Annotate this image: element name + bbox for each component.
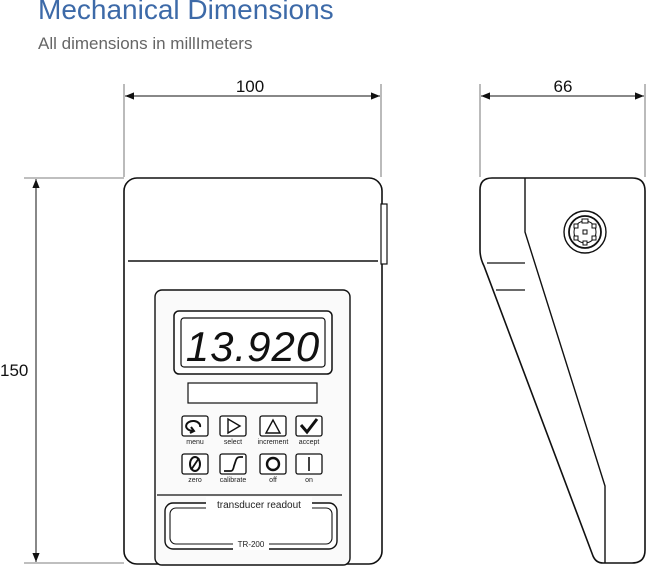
lcd-readout: 13.920 <box>186 323 320 370</box>
button-calibrate[interactable]: calibrate <box>219 453 247 484</box>
page-title: Mechanical Dimensions <box>38 0 334 25</box>
button-accept[interactable]: accept <box>295 415 323 446</box>
side-connector-edge <box>380 203 388 265</box>
front-view: 13.920 menu select increment accept <box>123 177 388 566</box>
button-label: zero <box>188 477 202 484</box>
side-view <box>479 177 646 564</box>
checkmark-icon <box>299 418 319 435</box>
button-label: accept <box>299 439 320 446</box>
connector-socket-icon <box>563 210 607 254</box>
button-zero[interactable]: zero <box>181 453 209 484</box>
step-curve-icon <box>224 456 243 472</box>
page-subtitle: All dimensions in millImeters <box>38 34 253 53</box>
zero-slash-icon <box>189 456 201 472</box>
height-label: 150 <box>0 361 28 380</box>
button-label: menu <box>186 439 204 446</box>
label-strip <box>187 382 318 404</box>
button-label: on <box>305 477 313 484</box>
menu-swirl-icon <box>185 420 202 434</box>
front-width-dimension: 100 <box>123 77 382 177</box>
button-label: select <box>224 439 242 446</box>
button-off[interactable]: off <box>259 453 287 484</box>
height-dimension: 150 <box>0 177 124 564</box>
triangle-up-icon <box>264 418 282 434</box>
front-width-label: 100 <box>236 77 264 96</box>
triangle-right-icon <box>227 417 242 435</box>
side-width-dimension: 66 <box>479 77 646 177</box>
panel-label: transducer readout <box>217 500 301 511</box>
button-label: off <box>269 477 277 484</box>
button-increment[interactable]: increment <box>258 415 289 446</box>
button-label: calibrate <box>220 477 247 484</box>
lcd-display <box>180 317 326 368</box>
button-label: increment <box>258 439 289 446</box>
button-menu[interactable]: menu <box>181 415 209 446</box>
button-select[interactable]: select <box>219 415 247 446</box>
circle-icon <box>265 456 281 472</box>
side-width-label: 66 <box>554 77 573 96</box>
button-on[interactable]: on <box>295 453 323 484</box>
model-label: TR-200 <box>238 540 265 549</box>
